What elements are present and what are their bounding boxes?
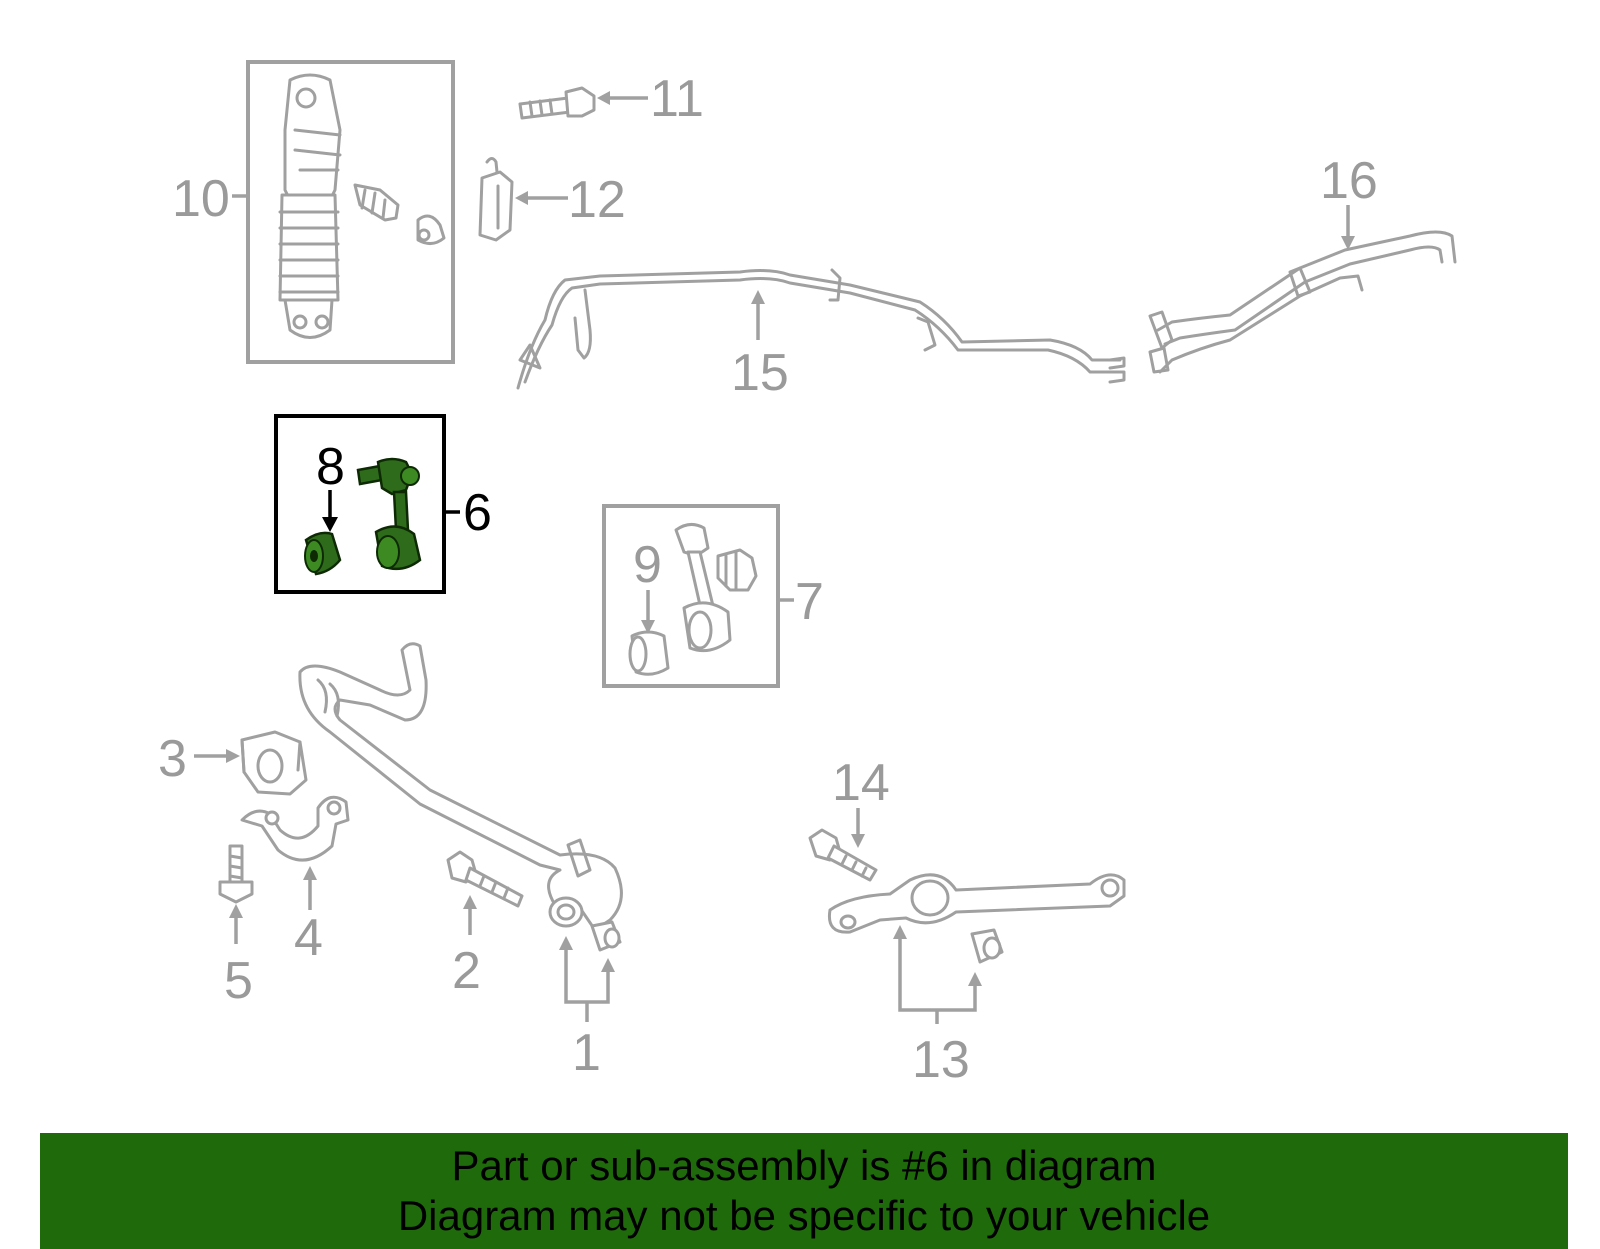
callout-3[interactable]: 3	[158, 730, 187, 788]
part-16-harness[interactable]	[1148, 230, 1457, 374]
callout-4[interactable]: 4	[294, 909, 323, 967]
arrow-14	[851, 834, 865, 848]
callout-12[interactable]: 12	[568, 171, 626, 229]
callout-7[interactable]: 7	[795, 573, 824, 631]
callout-15[interactable]: 15	[731, 344, 789, 402]
part-2-bolt[interactable]	[446, 850, 524, 908]
part-3-bushing[interactable]	[240, 730, 308, 796]
arrow-4	[303, 866, 317, 880]
arrow-3	[226, 749, 240, 763]
arrow-13a	[893, 925, 907, 939]
arrow-12	[515, 191, 528, 205]
arrow-1b	[601, 958, 615, 972]
arrow-1a	[559, 936, 573, 950]
part-5-bolt[interactable]	[218, 844, 254, 904]
part-15-harness[interactable]	[516, 268, 1126, 390]
arrow-16	[1341, 236, 1355, 250]
arrow-2	[463, 895, 477, 909]
arrow-11	[597, 91, 610, 105]
callout-14[interactable]: 14	[832, 754, 890, 812]
arrow-9	[641, 620, 655, 634]
part-6-stabilizer-link-assembly[interactable]	[274, 414, 446, 594]
banner-line-1: Part or sub-assembly is #6 in diagram	[451, 1142, 1157, 1189]
part-13-control-arm[interactable]	[827, 873, 1126, 964]
callout-1[interactable]: 1	[572, 1024, 601, 1082]
callout-2[interactable]: 2	[452, 942, 481, 1000]
part-14-bolt[interactable]	[808, 828, 878, 882]
leader-13	[898, 935, 977, 1024]
callout-11[interactable]: 11	[650, 70, 704, 128]
callout-8[interactable]: 8	[316, 438, 345, 496]
callout-6[interactable]: 6	[463, 484, 492, 542]
part-11-bolt[interactable]	[518, 86, 596, 120]
leader-1	[564, 945, 610, 1022]
callout-13[interactable]: 13	[912, 1031, 970, 1089]
arrow-13b	[968, 972, 982, 986]
part-1-stabilizer-bar[interactable]	[298, 642, 623, 952]
part-4-bracket[interactable]	[240, 795, 350, 862]
callout-9[interactable]: 9	[633, 536, 662, 594]
arrow-15	[751, 290, 765, 304]
callout-10[interactable]: 10	[172, 170, 230, 228]
part-7-stabilizer-link[interactable]	[602, 504, 780, 688]
callout-5[interactable]: 5	[224, 952, 253, 1010]
arrow-5	[229, 904, 243, 918]
arrow-8	[322, 517, 338, 532]
part-12-bracket[interactable]	[478, 157, 514, 242]
info-banner: Part or sub-assembly is #6 in diagram Di…	[40, 1133, 1568, 1249]
callout-16[interactable]: 16	[1320, 152, 1378, 210]
banner-line-2: Diagram may not be specific to your vehi…	[397, 1192, 1211, 1239]
part-10-shock-assembly[interactable]	[246, 60, 455, 364]
